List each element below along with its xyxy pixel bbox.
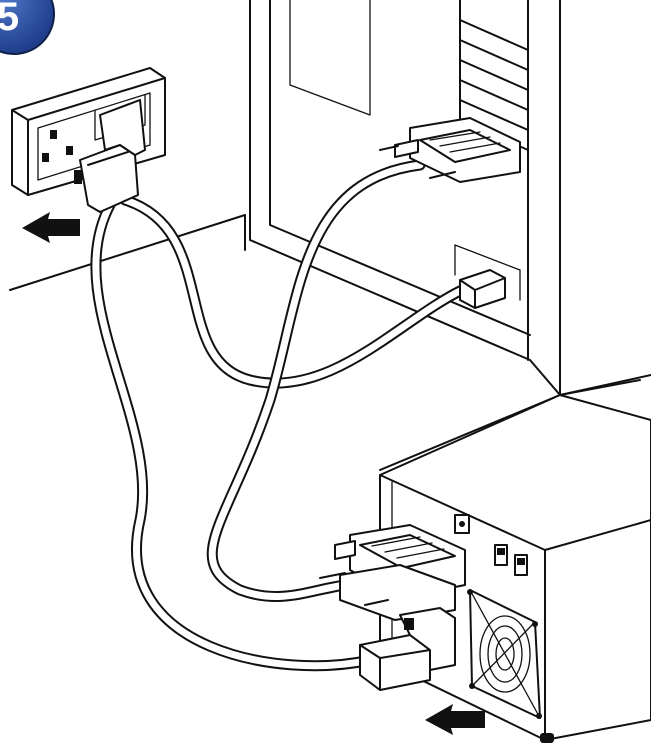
power-plug-icon: [74, 99, 146, 213]
scsi-connector-icon: [319, 524, 466, 621]
cables: [90, 159, 468, 672]
push-arrow-icon: [22, 212, 80, 243]
scsi-connector-icon: [379, 117, 521, 183]
power-plug-icon: [359, 607, 456, 691]
step-badge: 5: [0, 0, 55, 55]
tower-port-connector: [459, 269, 506, 309]
fan-grille-icon: [467, 589, 542, 719]
step-number: 5: [0, 0, 19, 39]
push-arrow-icon: [425, 704, 485, 735]
computer-tower: [249, 0, 641, 396]
